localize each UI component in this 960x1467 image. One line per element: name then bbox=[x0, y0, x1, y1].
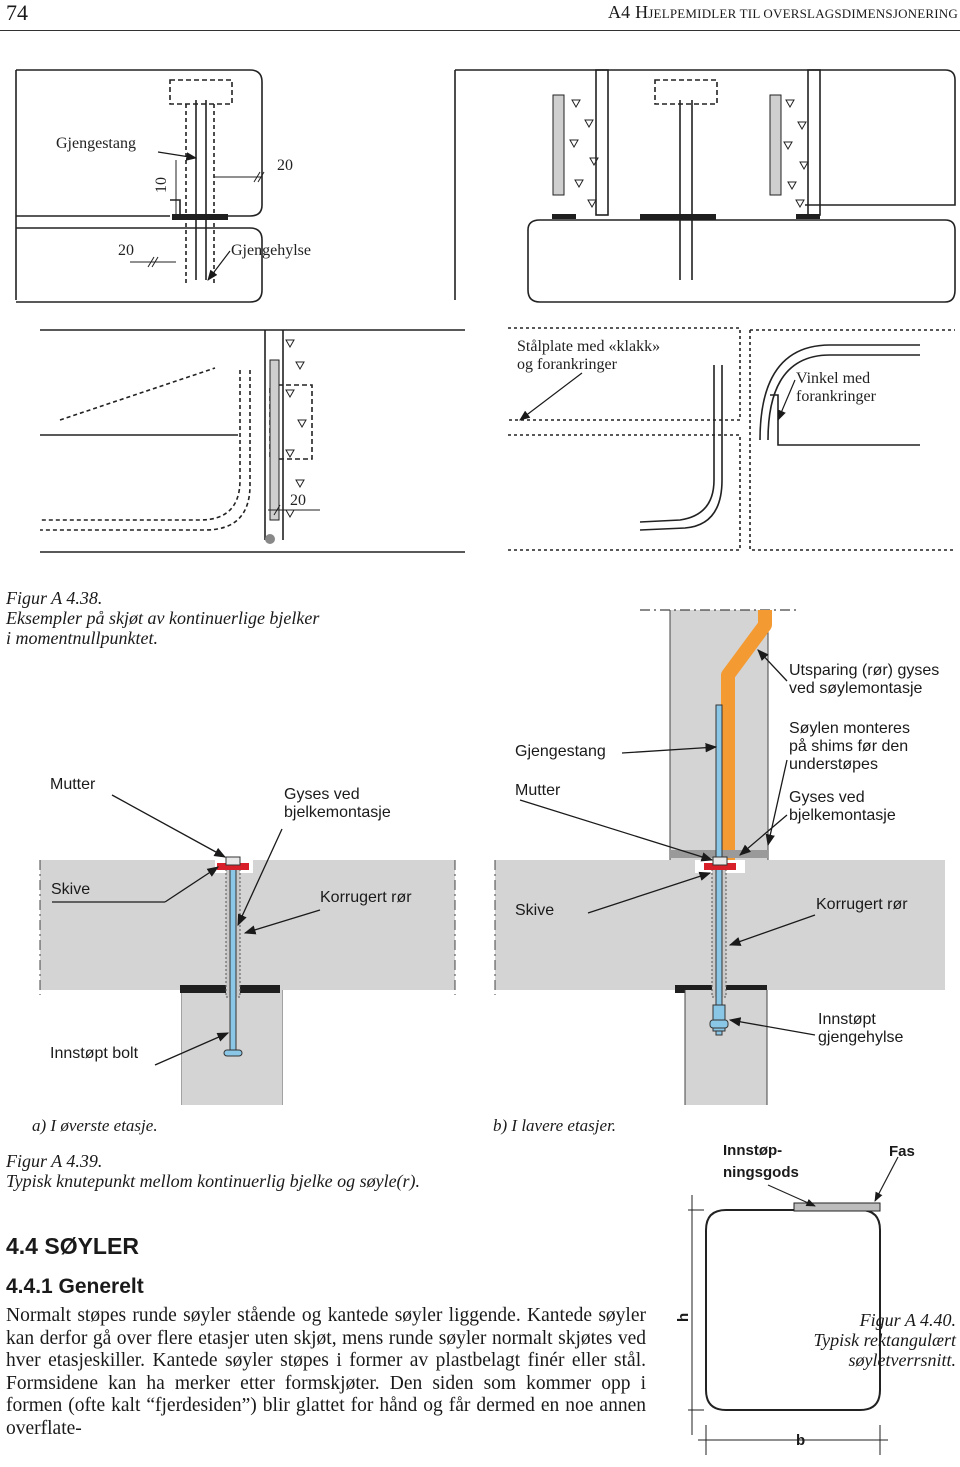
column-b-lower bbox=[685, 990, 767, 1105]
label-soylen-line2: på shims før den bbox=[789, 738, 909, 755]
figure-4-40-caption-line2: søyletverrsnitt. bbox=[848, 1350, 956, 1370]
label-h: h bbox=[675, 1312, 692, 1322]
beam-a bbox=[40, 860, 455, 990]
label-innstopningsgods-line1: Innstøp- bbox=[723, 1142, 783, 1159]
label-innstopningsgods-line2: ningsgods bbox=[723, 1164, 799, 1181]
figure-4-39-caption-line1: Typisk knutepunkt mellom kontinuerlig bj… bbox=[6, 1171, 421, 1191]
label-vinkel-line2: forankringer bbox=[796, 388, 876, 405]
label-utsparing-line1: Utsparing (rør) gyses bbox=[789, 662, 940, 679]
label-gjengestang-b: Gjengestang bbox=[515, 743, 606, 760]
body-paragraph-text: Normalt støpes runde søyler stående og k… bbox=[6, 1305, 646, 1439]
label-vinkel-line1: Vinkel med bbox=[796, 370, 871, 387]
label-skive-b: Skive bbox=[515, 902, 555, 919]
label-soylen: Søylen monteres på shims før den underst… bbox=[789, 720, 910, 774]
label-gyses-b-line1: Gyses ved bbox=[789, 789, 865, 806]
label-gyses-a-line1: Gyses ved bbox=[284, 786, 360, 803]
beam-upper-outline bbox=[16, 69, 263, 217]
label-innstopt-gjengehylse: Innstøpt gjengehylse bbox=[818, 1011, 903, 1047]
running-header: A4 HJELPEMIDLER TIL OVERSLAGSDIMENSJONER… bbox=[608, 2, 958, 23]
label-innstopt-line2: gjengehylse bbox=[818, 1029, 904, 1046]
figure-4-39-caption: Figur A 4.39. Typisk knutepunkt mellom k… bbox=[6, 1151, 420, 1191]
page-number: 74 bbox=[6, 0, 28, 25]
label-mutter-a: Mutter bbox=[50, 776, 96, 793]
label-fas: Fas bbox=[889, 1143, 915, 1160]
section-heading: 4.4 SØYLER bbox=[6, 1233, 139, 1259]
label-korrugert-b: Korrugert rør bbox=[816, 896, 908, 913]
figure-4-40-number: Figur A 4.40. bbox=[859, 1310, 956, 1330]
label-korrugert-a: Korrugert rør bbox=[320, 889, 412, 906]
subcaption-b: b) I lavere etasjer. bbox=[493, 1116, 617, 1135]
label-soylen-line3: understøpes bbox=[789, 756, 878, 773]
subsection-heading: 4.4.1 Generelt bbox=[6, 1275, 144, 1298]
label-mutter-b: Mutter bbox=[515, 782, 561, 799]
running-header-rest: JELPEMIDLER TIL OVERSLAGSDIMENSJONERING bbox=[648, 6, 958, 21]
label-vinkel: Vinkel med forankringer bbox=[796, 370, 876, 406]
header-rule bbox=[0, 30, 960, 31]
label-utsparing: Utsparing (rør) gyses ved søylemontasje bbox=[789, 662, 939, 698]
label-b: b bbox=[796, 1432, 806, 1449]
figure-4-38-number: Figur A 4.38. bbox=[6, 588, 103, 608]
label-skive-a: Skive bbox=[51, 881, 91, 898]
figure-4-38-caption-line2: i momentnullpunktet. bbox=[6, 628, 158, 648]
figure-4-39-number: Figur A 4.39. bbox=[6, 1151, 103, 1171]
figure-4-39-drawing bbox=[39, 609, 945, 1105]
label-stalplate-line2: og forankringer bbox=[517, 356, 617, 373]
dimension-20-left: 20 bbox=[118, 242, 134, 259]
label-stalplate: Stålplate med «klakk» og forankringer bbox=[517, 338, 660, 374]
figure-4-40-caption: Figur A 4.40. Typisk rektangulært søylet… bbox=[814, 1310, 957, 1370]
running-header-prefix: A4 H bbox=[607, 2, 649, 22]
label-stalplate-line1: Stålplate med «klakk» bbox=[517, 338, 661, 355]
label-utsparing-line2: ved søylemontasje bbox=[789, 680, 923, 697]
label-gjengestang: Gjengestang bbox=[56, 135, 136, 152]
dimension-20-top: 20 bbox=[277, 157, 293, 174]
label-gjengehylse: Gjengehylse bbox=[231, 242, 311, 259]
figure-4-38-caption-line1: Eksempler på skjøt av kontinuerlige bjel… bbox=[6, 608, 320, 628]
label-innstopningsgods: Innstøp- ningsgods bbox=[723, 1140, 799, 1184]
dimension-20-bottom: 20 bbox=[290, 492, 306, 509]
label-gyses-a: Gyses ved bjelkemontasje bbox=[284, 786, 391, 822]
figure-4-38-caption: Figur A 4.38. Eksempler på skjøt av kont… bbox=[6, 588, 319, 648]
label-gyses-b: Gyses ved bjelkemontasje bbox=[789, 789, 896, 825]
orange-sleeve bbox=[721, 610, 772, 860]
label-innstopt-bolt: Innstøpt bolt bbox=[50, 1045, 139, 1062]
dimension-10: 10 bbox=[153, 177, 170, 193]
washer-a bbox=[217, 863, 249, 870]
figure-4-40-drawing bbox=[688, 1156, 899, 1455]
subcaption-a: a) I øverste etasje. bbox=[32, 1116, 158, 1135]
figure-4-38-drawing bbox=[15, 69, 956, 553]
label-innstopt-line1: Innstøpt bbox=[818, 1011, 876, 1028]
figure-4-40-caption-line1: Typisk rektangulært bbox=[813, 1330, 957, 1350]
washer-b bbox=[704, 863, 736, 870]
body-paragraph: Normalt støpes runde søyler stående og k… bbox=[6, 1305, 646, 1441]
label-gyses-a-line2: bjelkemontasje bbox=[284, 804, 391, 821]
label-gyses-b-line2: bjelkemontasje bbox=[789, 807, 896, 824]
label-soylen-line1: Søylen monteres bbox=[789, 720, 910, 737]
